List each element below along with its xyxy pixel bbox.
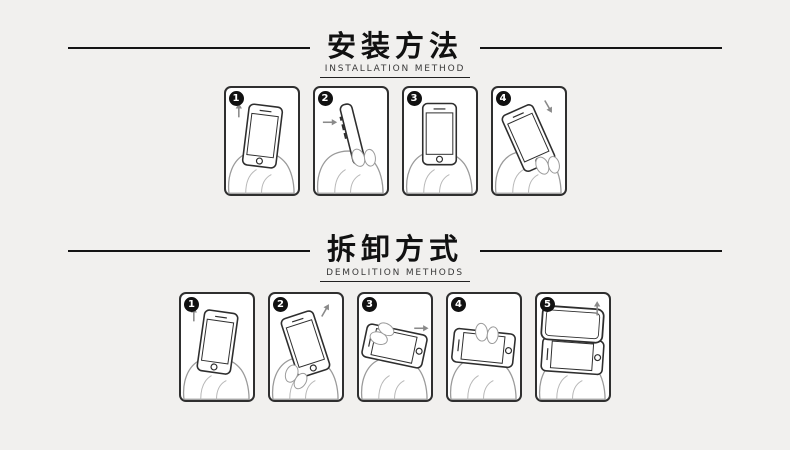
title-rule-left [68, 250, 310, 253]
install-section-title: 安装方法 INSTALLATION METHOD [0, 29, 790, 79]
remove-step-2: 2 [268, 291, 344, 402]
step-number-badge: 4 [495, 91, 511, 107]
install-step-1: 1 [223, 86, 300, 197]
remove-section: 拆卸方式 DEMOLITION METHODS 1 2 [0, 196, 790, 402]
step-number-badge: 3 [362, 296, 377, 312]
remove-step-3: 3 [357, 291, 433, 402]
install-title-cn: 安装方法 [326, 29, 463, 63]
title-rule-right [480, 250, 722, 253]
install-step-2: 2 [312, 86, 389, 197]
step-number-badge: 1 [184, 296, 199, 312]
remove-step-5: 5 [535, 291, 611, 402]
remove-step-4: 4 [446, 291, 522, 402]
install-step-4: 4 [490, 86, 567, 197]
remove-step-1: 1 [179, 291, 255, 402]
install-steps-row: 1 2 3 [0, 86, 790, 197]
step-number-badge: 5 [540, 296, 555, 312]
install-section: 安装方法 INSTALLATION METHOD 1 2 [0, 0, 790, 197]
title-rule-left [68, 47, 310, 49]
install-step-3: 3 [401, 86, 478, 197]
title-rule-right [480, 47, 722, 49]
remove-section-title: 拆卸方式 DEMOLITION METHODS [0, 232, 790, 282]
step-number-badge: 1 [228, 91, 244, 107]
step-number-badge: 2 [273, 296, 288, 312]
remove-title-en: DEMOLITION METHODS [320, 267, 470, 282]
step-number-badge: 4 [451, 296, 466, 312]
step-number-badge: 2 [317, 91, 333, 107]
step-number-badge: 3 [406, 91, 422, 107]
remove-title-cn: 拆卸方式 [326, 232, 463, 267]
remove-steps-row: 1 2 3 [0, 291, 790, 402]
install-title-en: INSTALLATION METHOD [320, 63, 470, 79]
